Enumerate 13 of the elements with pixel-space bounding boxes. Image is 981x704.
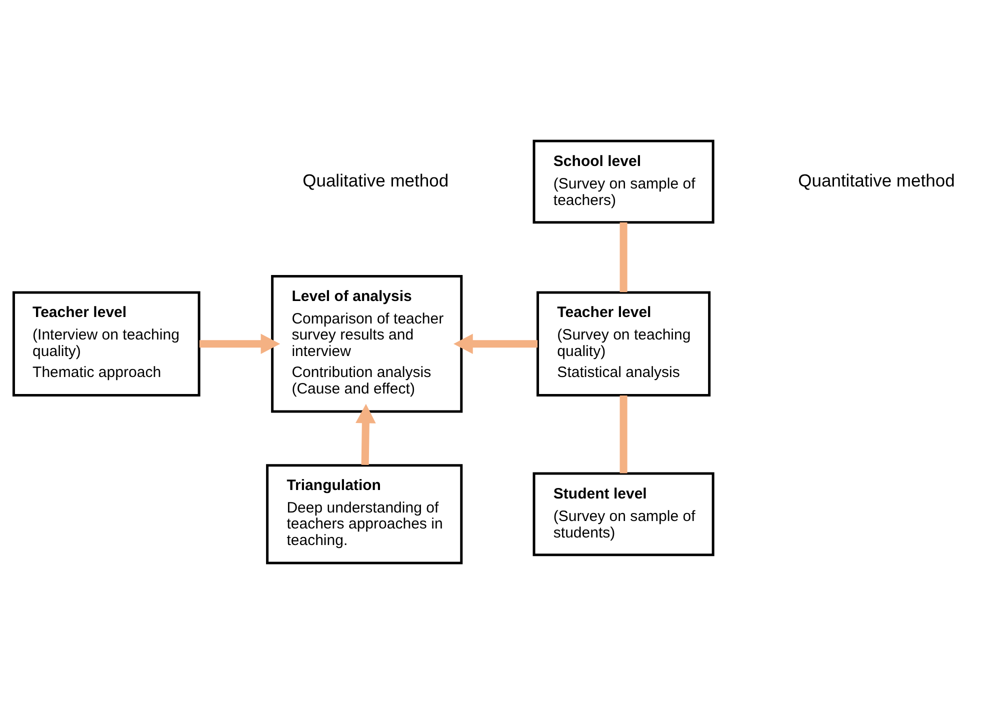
node-box: Student level (Survey on sample of students)	[532, 472, 714, 556]
label: Quantitative method	[798, 170, 955, 190]
arrow	[199, 334, 280, 354]
connector	[620, 395, 628, 474]
node-box: Triangulation Deep understanding of teachers approaches in teaching.	[266, 464, 463, 564]
node-box: Teacher level (Survey on teaching quality) Statistical analysis	[536, 291, 711, 396]
label: Qualitative method	[302, 170, 449, 190]
arrow	[454, 334, 538, 354]
node-box: Level of analysis Comparison of teacher survey results and interview Contribution analysis (Cause and effect)	[271, 275, 463, 413]
node-box: School level (Survey on sample of teachers)	[532, 140, 714, 224]
connector	[620, 222, 628, 292]
node-box: Teacher level (Interview on teaching quality) Thematic approach	[12, 291, 200, 396]
arrow	[356, 404, 376, 465]
